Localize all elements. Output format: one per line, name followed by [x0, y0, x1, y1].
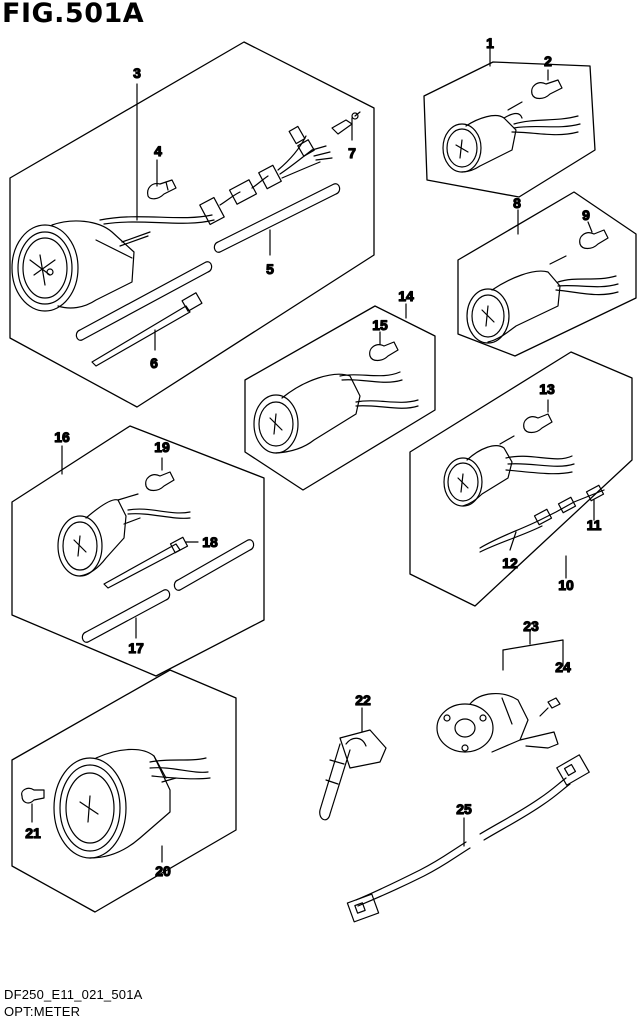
callout-19: 19 — [154, 439, 170, 455]
callout-22: 22 — [355, 692, 371, 708]
callout-20: 20 — [155, 863, 171, 879]
callout-11: 11 — [587, 517, 602, 533]
callout-18: 18 — [202, 534, 218, 550]
figure-code: DF250_E11_021_501A — [4, 987, 143, 1002]
part-25-harness — [346, 754, 590, 923]
callout-21: 21 — [25, 825, 41, 841]
group-1-panel — [423, 45, 596, 198]
group-14-panel — [244, 303, 436, 491]
group-16-panel — [11, 425, 265, 677]
figure-subtitle: OPT:METER — [4, 1004, 81, 1019]
callout-4: 4 — [154, 143, 162, 159]
group-10-panel — [409, 351, 633, 607]
callout-13: 13 — [539, 381, 555, 397]
callout-25: 25 — [456, 801, 472, 817]
figure-title: FIG.501A — [2, 0, 145, 29]
group-20-panel — [11, 669, 237, 913]
callout-9: 9 — [582, 207, 590, 223]
callout-15: 15 — [372, 317, 388, 333]
group-8-panel — [457, 191, 637, 357]
callout-10: 10 — [558, 577, 574, 593]
callout-2: 2 — [544, 53, 552, 69]
group-3-panel — [9, 41, 375, 408]
part-22-sensor — [319, 707, 387, 821]
callout-1: 1 — [486, 35, 494, 51]
part-23-bracket — [436, 631, 564, 753]
callout-8: 8 — [513, 195, 521, 211]
callout-17: 17 — [128, 640, 144, 656]
callout-24: 24 — [555, 659, 571, 675]
callout-7: 7 — [348, 145, 356, 161]
callout-23: 23 — [523, 618, 539, 634]
callout-14: 14 — [398, 288, 414, 304]
gauge-3 — [11, 220, 151, 312]
callout-3: 3 — [133, 65, 141, 81]
callout-12: 12 — [502, 555, 518, 571]
callout-6: 6 — [150, 355, 158, 371]
callout-5: 5 — [266, 261, 274, 277]
callout-16: 16 — [54, 429, 70, 445]
